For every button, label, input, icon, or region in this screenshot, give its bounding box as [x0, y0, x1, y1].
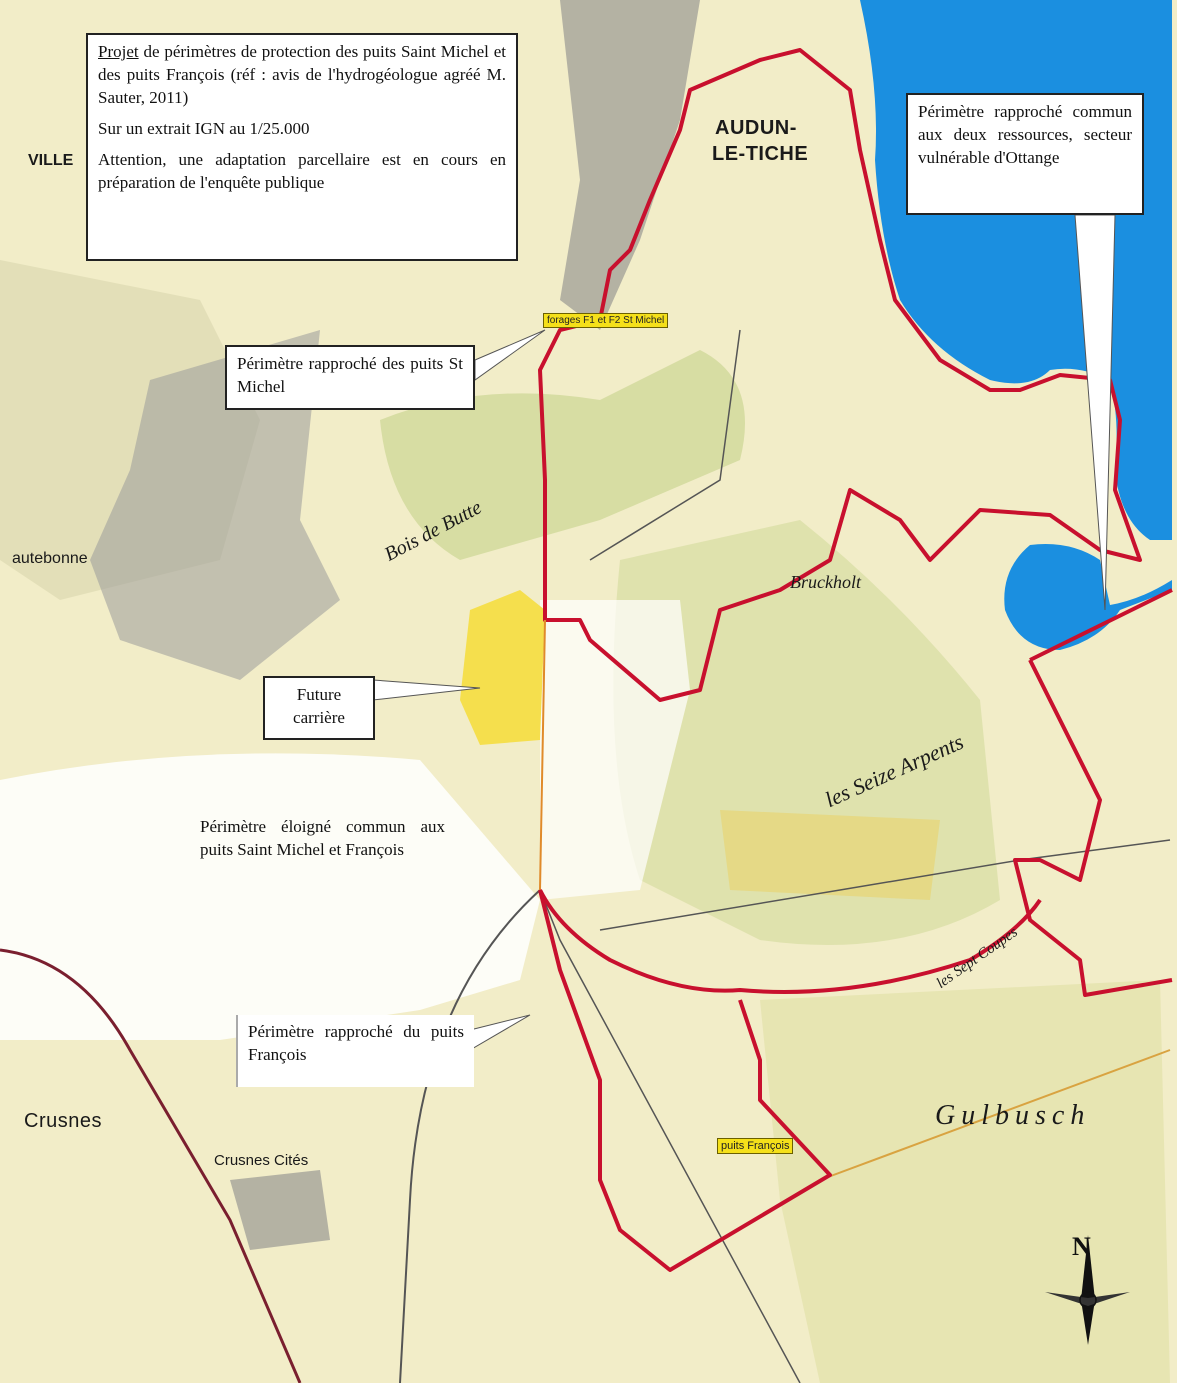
clearing-area	[720, 810, 940, 900]
place-audun: AUDUN-	[715, 117, 797, 139]
road	[539, 889, 801, 1383]
urban-area-audun	[560, 0, 700, 330]
urban-area-villerupt	[90, 330, 340, 680]
project-callout: Projet de périmètres de protection des p…	[86, 33, 518, 261]
project-title: Projet de périmètres de protection des p…	[98, 41, 506, 110]
close-perimeter-common-boundary	[1029, 588, 1173, 662]
project-scale-note: Sur un extrait IGN au 1/25.000	[98, 118, 310, 138]
st-michel-close-callout: Périmètre rapproché des puits St Michel	[225, 345, 475, 410]
far-common-callout: Périmètre éloigné commun aux puits Saint…	[200, 817, 445, 859]
common-close-callout: Périmètre rapproché commun aux deux ress…	[906, 93, 1144, 215]
place-bruckholt: Bruckholt	[790, 572, 861, 592]
place-crusnes-cites: Crusnes Cités	[214, 1152, 309, 1169]
north-label: N	[1072, 1232, 1091, 1261]
callout-pointer	[1074, 214, 1116, 611]
project-title-rest: de périmètres de protection des puits Sa…	[98, 42, 506, 107]
forages-st-michel-tag: forages F1 et F2 St Michel	[543, 313, 669, 328]
puits-francois-tag: puits François	[717, 1138, 794, 1154]
woodland-area	[760, 980, 1170, 1383]
future-quarry-callout: Future carrière	[263, 676, 375, 740]
place-hautebonne: autebonne	[12, 550, 88, 567]
place-crusnes: Crusnes	[24, 1110, 102, 1132]
future-quarry-area	[460, 590, 545, 745]
close-perimeter-common-lower-boundary	[538, 889, 1042, 994]
urban-area-crusnes	[230, 1170, 330, 1250]
compass-rose	[1045, 1235, 1130, 1345]
project-title-underlined: Projet	[98, 42, 139, 61]
open-land	[540, 600, 690, 900]
road	[589, 329, 741, 561]
far-perimeter-boundary	[539, 619, 546, 891]
close-perimeter-st-michel-boundary	[538, 48, 1142, 702]
place-le-tiche: LE-TICHE	[712, 143, 809, 165]
francois-close-callout: Périmètre rapproché du puits François	[236, 1015, 474, 1087]
close-perimeter-francois-boundary	[538, 889, 832, 1272]
project-warning: Attention, une adaptation parcellaire es…	[98, 149, 506, 192]
place-gulbusch: Gulbusch	[935, 1100, 1091, 1131]
callout-pointer	[474, 329, 546, 381]
open-land	[0, 753, 540, 1040]
close-perimeter-common-boundary	[1013, 659, 1173, 997]
railway-line	[0, 948, 302, 1383]
track	[819, 1049, 1171, 1181]
place-ville: VILLE	[28, 152, 74, 169]
